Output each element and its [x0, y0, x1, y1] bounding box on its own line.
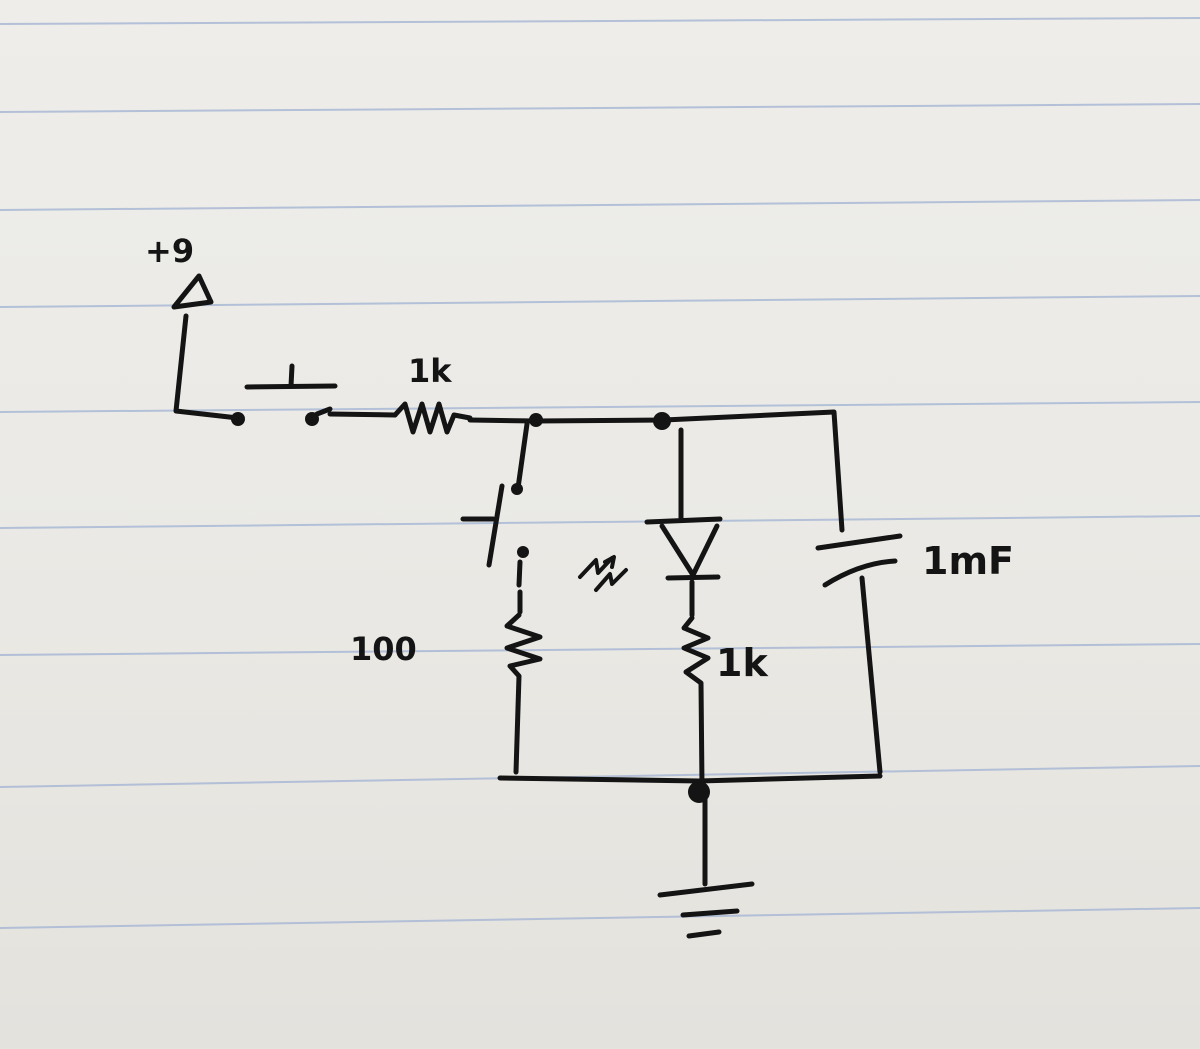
push-button-switch-main — [231, 363, 338, 426]
supply-wire — [173, 313, 241, 421]
junction-node-2 — [653, 412, 671, 430]
push-button-switch-discharge — [460, 421, 530, 615]
discharge-resistor — [504, 612, 543, 775]
led-emission-arrows — [578, 555, 628, 592]
ground-symbol — [657, 792, 755, 939]
junction-node-1 — [529, 413, 543, 427]
capacitor-label: 1mF — [922, 539, 1014, 583]
led-symbol — [644, 427, 723, 581]
supply-arrow-symbol — [171, 273, 214, 310]
led-resistor-label: 1k — [716, 641, 768, 685]
series-resistor — [392, 401, 473, 435]
ruled-lines — [0, 17, 1200, 929]
discharge-resistor-label: 100 — [350, 630, 417, 668]
series-wire-left — [327, 411, 398, 418]
capacitor-symbol — [815, 533, 903, 775]
supply-voltage-label: +9 — [145, 232, 194, 270]
series-resistor-label: 1k — [408, 352, 452, 390]
led-resistor — [681, 615, 711, 789]
bottom-rail-wire — [497, 773, 883, 784]
